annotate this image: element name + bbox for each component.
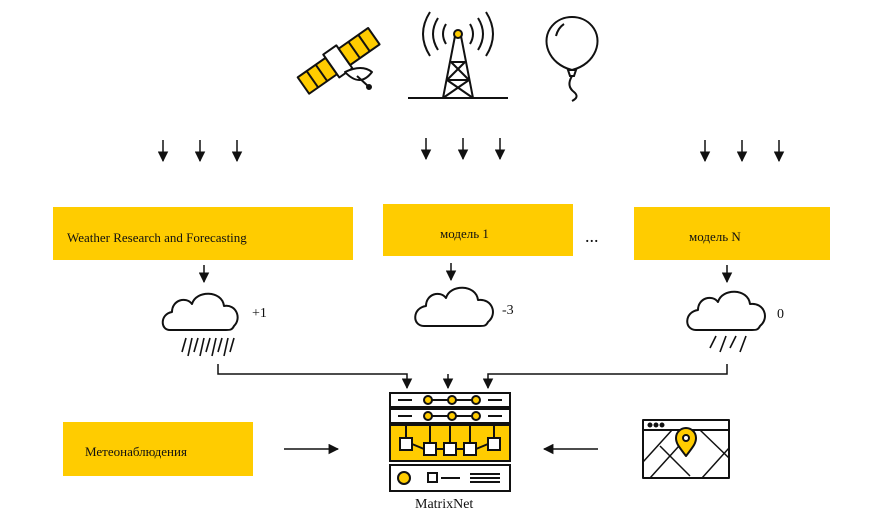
observations-label: Метеонаблюдения bbox=[85, 444, 187, 459]
wrf-model-label: Weather Research and Forecasting bbox=[67, 230, 247, 245]
light-rain-cloud-icon bbox=[686, 290, 766, 353]
model-n-box: модель N bbox=[634, 207, 830, 260]
observations-box: Метеонаблюдения bbox=[63, 422, 253, 476]
matrixnet-label: MatrixNet bbox=[415, 497, 474, 512]
source-arrows bbox=[157, 138, 785, 163]
wrf-delta: +1 bbox=[252, 306, 267, 321]
ellipsis: ... bbox=[585, 226, 599, 246]
model-n-delta: 0 bbox=[777, 307, 784, 322]
model-1-label: модель 1 bbox=[440, 226, 489, 241]
model-n-label: модель N bbox=[689, 229, 741, 244]
wrf-model-box: Weather Research and Forecasting bbox=[53, 207, 353, 260]
radio-tower-icon bbox=[408, 11, 508, 99]
model-1-delta: -3 bbox=[502, 303, 514, 318]
model-1-box: модель 1 bbox=[383, 204, 573, 256]
server-rack-icon bbox=[389, 392, 511, 492]
weather-balloon-icon bbox=[545, 16, 599, 102]
satellite-icon bbox=[296, 26, 381, 95]
forecast-connectors bbox=[217, 364, 728, 390]
rain-cloud-icon bbox=[161, 292, 239, 357]
model-output-arrows bbox=[198, 263, 733, 284]
map-pin-icon bbox=[642, 419, 730, 479]
cloud-icon bbox=[414, 286, 494, 327]
